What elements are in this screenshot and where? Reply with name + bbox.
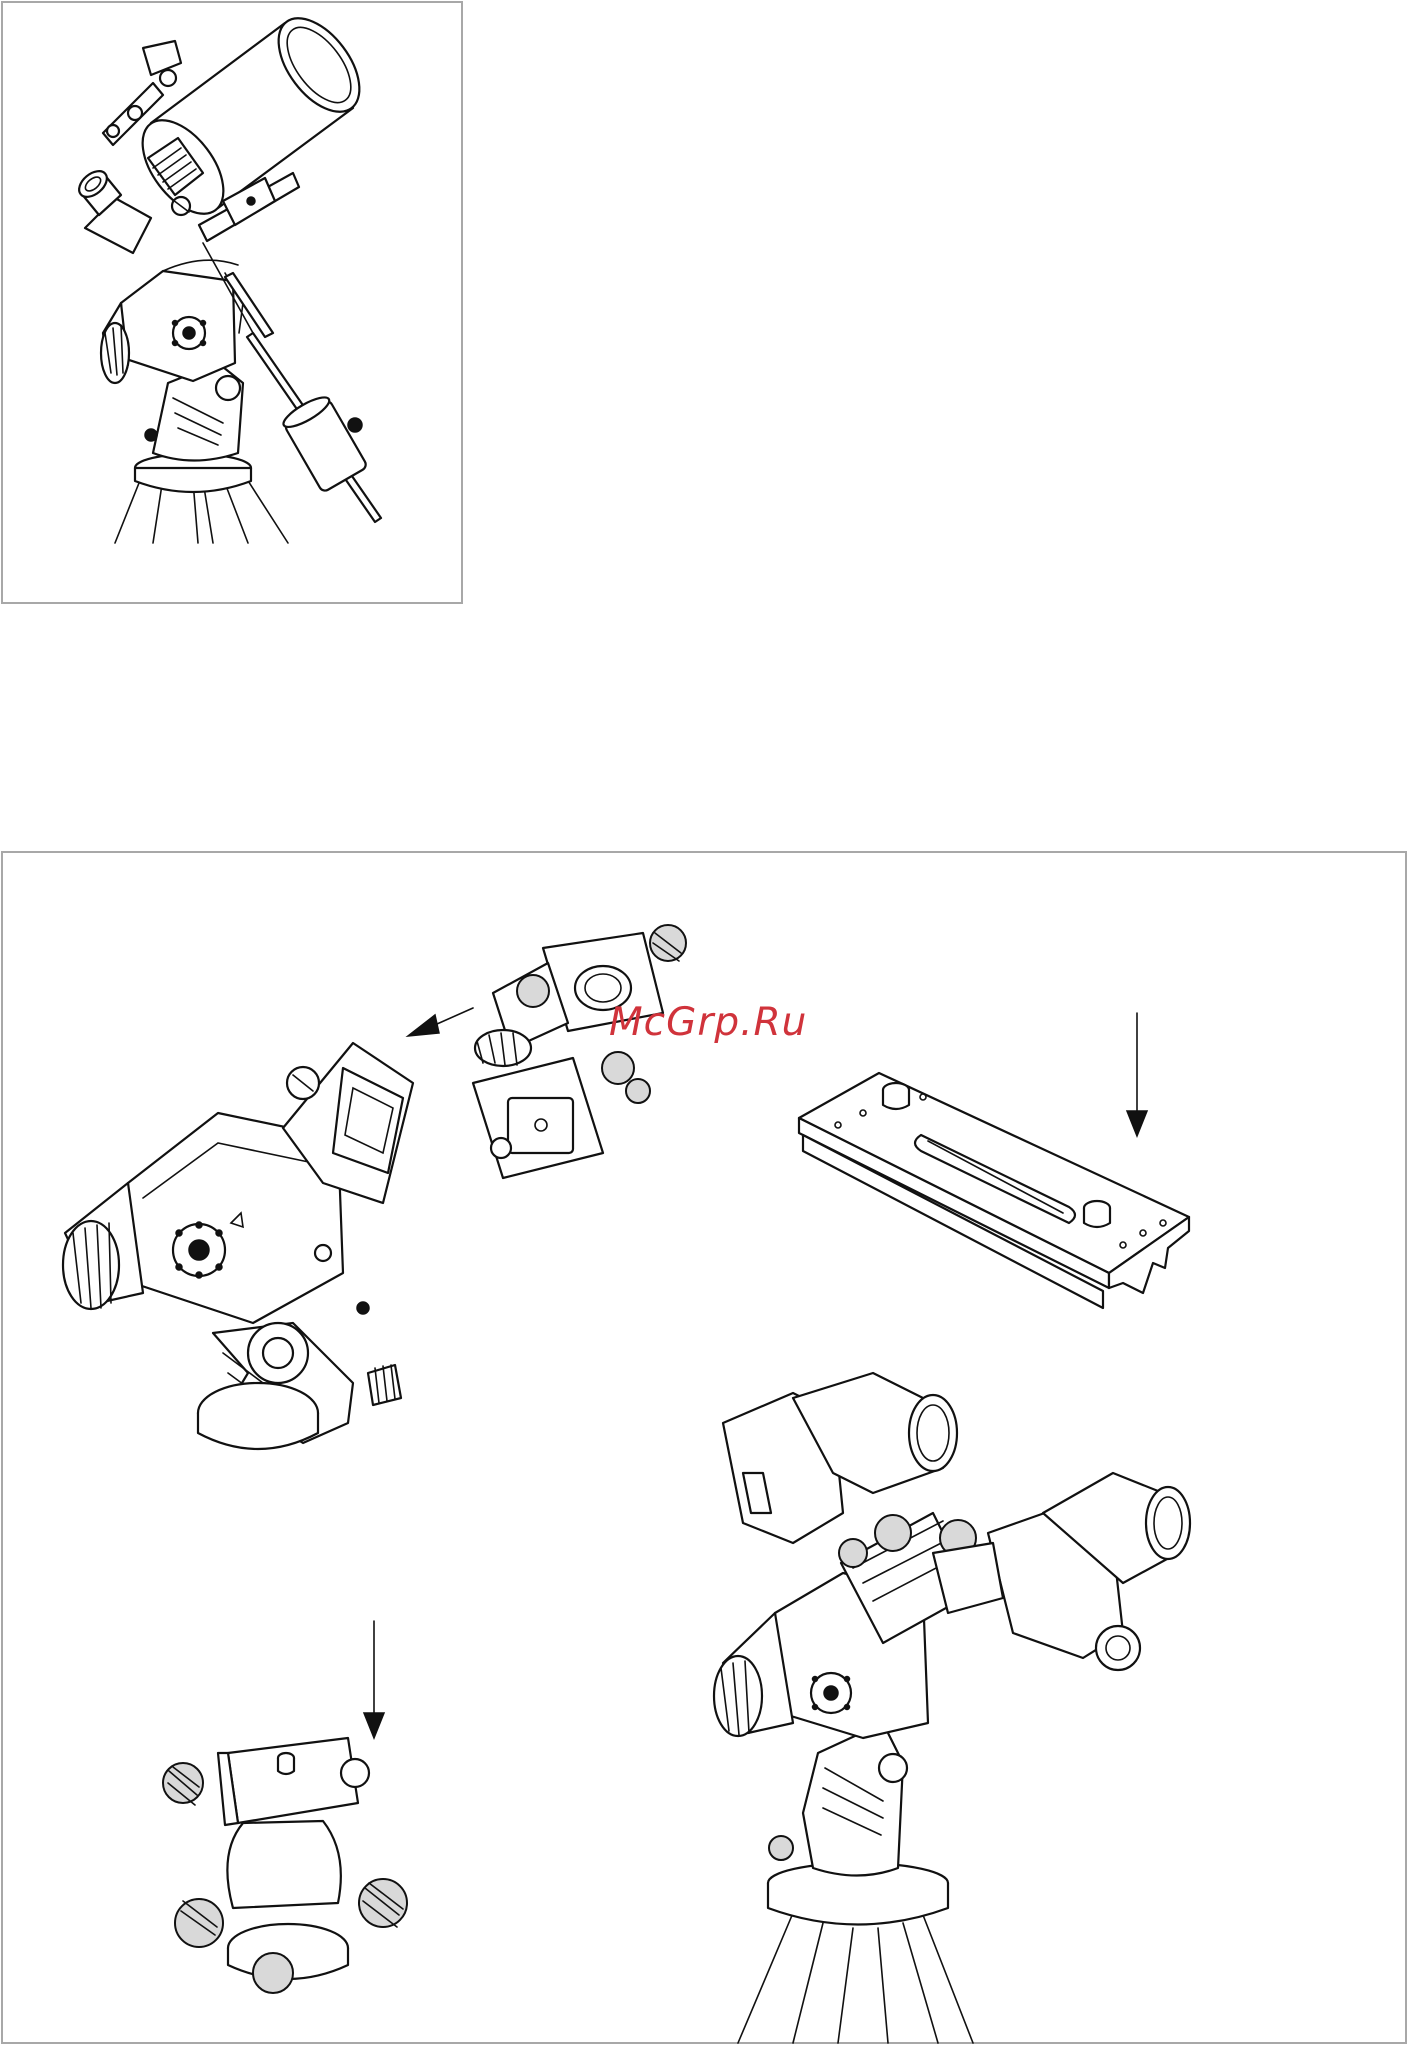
figure-telescope-panel (1, 1, 463, 604)
dual-scope-assembly (714, 1373, 1190, 2043)
mount-head-with-plate (63, 1043, 413, 1449)
arrow-to-dovetail (1127, 1013, 1147, 1136)
eyepiece-diagonal (74, 166, 151, 253)
dual-ring-adapter (473, 925, 686, 1178)
dovetail-bar (799, 1073, 1189, 1308)
counterweight (280, 392, 368, 492)
arrow-to-ballhead (364, 1621, 384, 1738)
counterweight-knob (348, 418, 362, 432)
watermark-text: McGrp.Ru (609, 1000, 807, 1045)
mount-head (101, 260, 243, 383)
arrow-to-mount (408, 1008, 473, 1036)
ball-head (163, 1738, 407, 1993)
telescope-on-mount-illustration (3, 3, 465, 606)
